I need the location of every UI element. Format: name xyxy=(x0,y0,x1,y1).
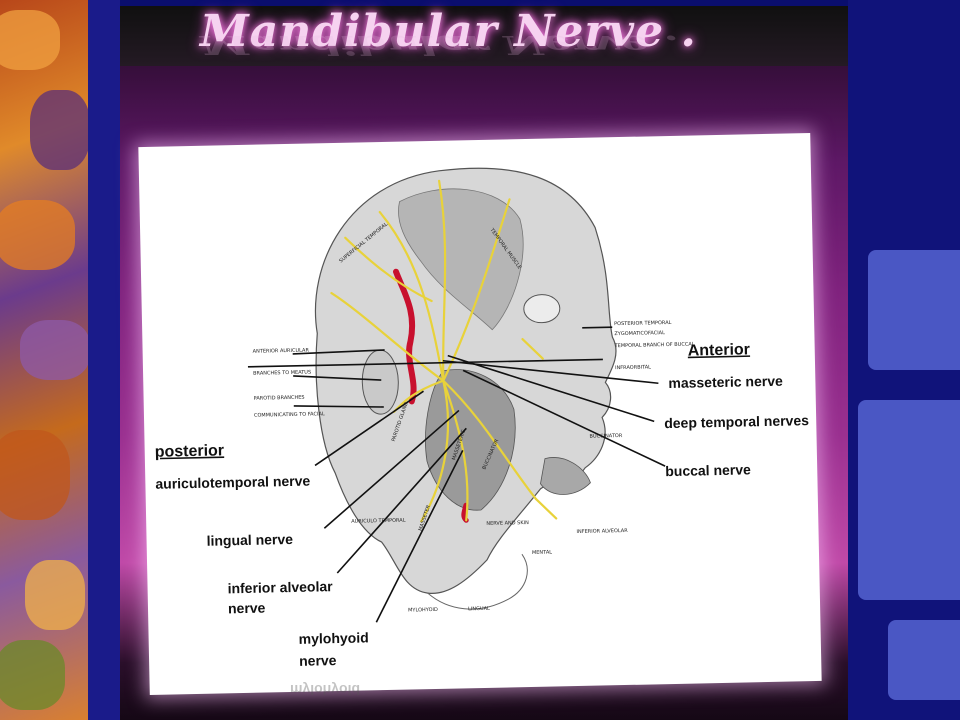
figure-reflection: mylohyoid xyxy=(290,682,650,718)
nerve-branch xyxy=(438,179,447,382)
callout-line xyxy=(462,369,666,467)
label-posterior-temporal: POSTERIOR TEMPORAL xyxy=(614,320,672,327)
callout-line xyxy=(336,427,467,574)
mosaic-blob xyxy=(0,10,60,70)
mosaic-blob xyxy=(25,560,85,630)
callout-lines xyxy=(247,326,666,623)
callout-line xyxy=(447,354,655,423)
nerve-branch xyxy=(420,379,450,523)
mosaic-blob xyxy=(0,200,75,270)
callout-deep-temporal-nerves: deep temporal nerves xyxy=(664,412,809,431)
callout-line xyxy=(247,358,603,368)
callout-line xyxy=(375,450,464,623)
label-temporal-branch-of-buccal: TEMPORAL BRANCH OF BUCCAL xyxy=(614,341,695,349)
background-strip xyxy=(88,0,120,720)
label-anterior-auricular: ANTERIOR AURICULAR xyxy=(253,348,310,355)
mosaic-blob xyxy=(30,90,88,170)
artery-path xyxy=(393,268,417,405)
gear-shape-icon xyxy=(868,250,960,370)
nerve-branch xyxy=(344,236,433,303)
label-buccinator: BUCCINATOR xyxy=(589,433,622,440)
mosaic-blob xyxy=(0,640,65,710)
callout-line xyxy=(293,405,384,408)
nerve-branches xyxy=(330,179,558,523)
callout-auriculotemporal-nerve: auriculotemporal nerve xyxy=(155,473,310,492)
heading-posterior: posterior xyxy=(155,442,225,460)
heading-anterior: Anterior xyxy=(688,341,751,359)
label-nerve-and-skin: NERVE AND SKIN xyxy=(486,520,529,527)
callout-inferior-alveolar-line2: nerve xyxy=(228,600,266,617)
callout-line xyxy=(314,390,424,467)
reflection-text: mylohyoid xyxy=(290,682,650,698)
label-inferior-alveolar: INFERIOR ALVEOLAR xyxy=(576,528,628,535)
callout-buccal-nerve: buccal nerve xyxy=(665,461,751,479)
callout-mylohyoid-line2: nerve xyxy=(299,652,337,669)
nerve-branch xyxy=(330,291,445,382)
nerve-branch xyxy=(534,497,558,520)
callout-line xyxy=(323,409,460,529)
mouth-lips xyxy=(540,457,591,495)
slide-title: Mandibular Nerve . xyxy=(200,6,697,57)
label-parotid-branches: PAROTID BRANCHES xyxy=(254,395,305,402)
callout-line xyxy=(442,359,659,385)
slide-header-band xyxy=(120,6,848,66)
neck-shape xyxy=(427,553,528,610)
callout-inferior-alveolar-line1: inferior alveolar xyxy=(227,578,333,596)
gear-shape-icon xyxy=(888,620,960,700)
slide-title-reflection: Mandibular Nerve . xyxy=(200,29,679,60)
mosaic-blob xyxy=(0,430,70,520)
gear-shape-icon xyxy=(858,400,960,600)
background-left-mosaic xyxy=(0,0,88,720)
callout-lingual-nerve: lingual nerve xyxy=(206,531,293,549)
reflection-mylohyoid: mylohyoid xyxy=(290,682,361,698)
callout-line xyxy=(293,375,382,381)
label-mental: MENTAL xyxy=(532,550,552,556)
nerve-branch xyxy=(442,379,469,522)
label-lingual: LINGUAL xyxy=(468,606,490,612)
nerve-branch xyxy=(521,337,544,360)
mandibular-nerve-diagram: SUPERFICIAL TEMPORAL TEMPORAL MUSCLE ANT… xyxy=(155,167,809,669)
label-infraorbital: INFRAORBITAL xyxy=(615,364,651,371)
label-branches-to-meatus: BRANCHES TO MEATUS xyxy=(253,370,311,377)
nerve-branch xyxy=(442,198,511,382)
callout-mylohyoid-line1: mylohyoid xyxy=(299,629,369,646)
temporal-muscle-region xyxy=(398,188,524,331)
label-mylohyoid: MYLOHYOID xyxy=(408,607,438,614)
label-zygomaticofacial: ZYGOMATICOFACIAL xyxy=(614,330,665,337)
callout-line xyxy=(292,349,385,355)
callout-masseteric-nerve: masseteric nerve xyxy=(668,373,783,391)
background-right-gears xyxy=(848,0,960,720)
anatomy-figure: SUPERFICIAL TEMPORAL TEMPORAL MUSCLE ANT… xyxy=(138,133,822,695)
label-auriculo-temporal: AURICULO TEMPORAL xyxy=(351,518,406,525)
nerve-branch xyxy=(378,210,445,382)
nerve-branch xyxy=(442,379,537,500)
label-communicating-to-facial: COMMUNICATING TO FACIAL xyxy=(254,411,325,418)
mosaic-blob xyxy=(20,320,88,380)
callout-line xyxy=(582,326,613,329)
eye-shape xyxy=(523,294,561,324)
